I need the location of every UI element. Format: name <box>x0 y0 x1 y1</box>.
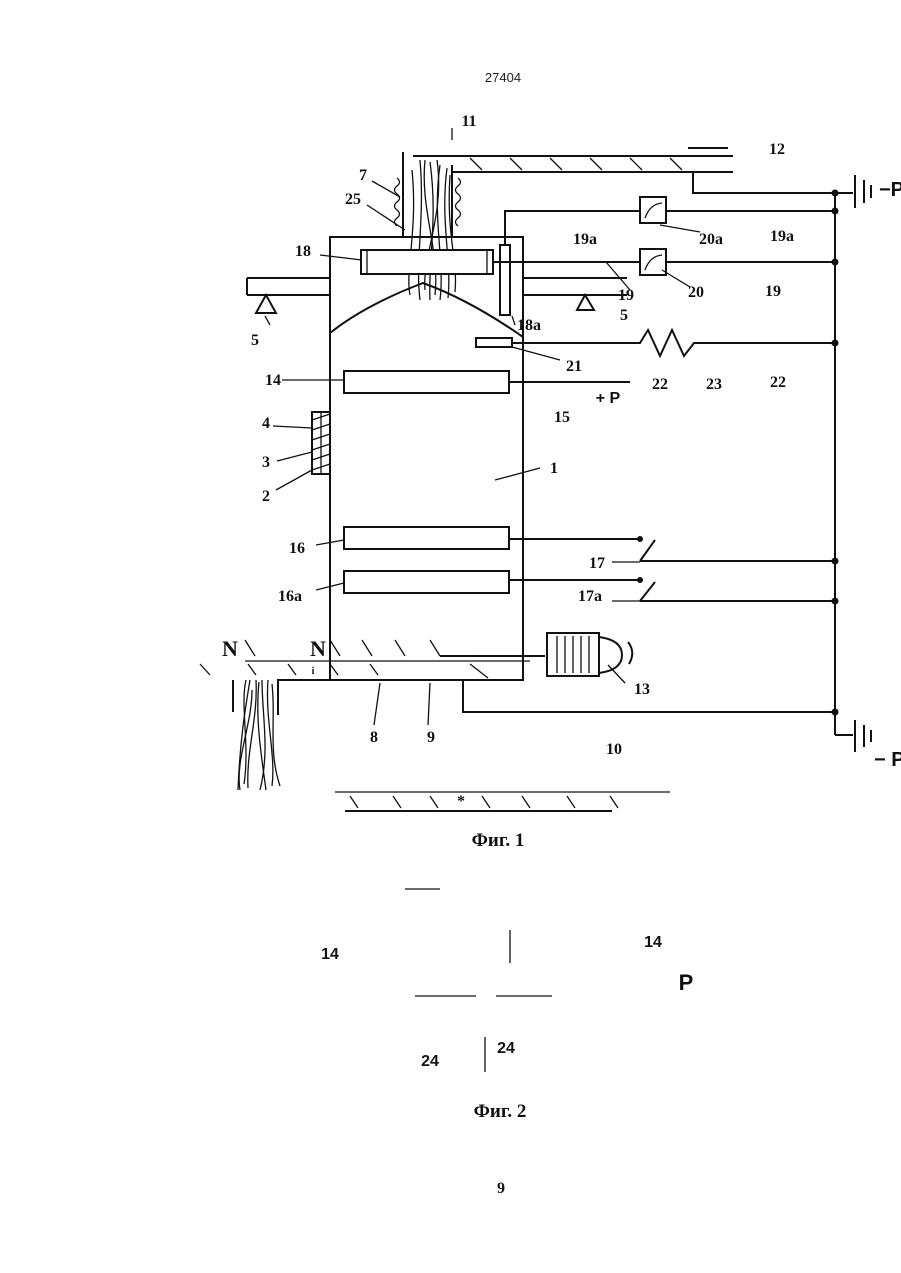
cone-surface <box>330 283 523 337</box>
fig2-label-24-left: 24 <box>421 1053 439 1070</box>
label-3: 3 <box>262 454 270 471</box>
figure-2: 14 14 P 24 24 Фиг. 2 <box>321 889 693 1122</box>
page-number: 9 <box>497 1180 505 1197</box>
label-7: 7 <box>359 167 367 184</box>
label-23: 23 <box>706 376 722 393</box>
conveyor-hatch <box>200 640 488 678</box>
label-9: 9 <box>427 729 435 746</box>
electrode-14 <box>344 371 509 393</box>
figure-1: 11 12 7 25 18 19a 20a 19a 19 20 19 5 18a… <box>200 113 901 851</box>
label-19-right: 19 <box>765 283 781 300</box>
switch-17a-contact <box>637 577 643 583</box>
page-code: 27404 <box>485 70 521 85</box>
electrode-21 <box>476 338 512 347</box>
label-16: 16 <box>289 540 305 557</box>
label-8: 8 <box>370 729 378 746</box>
label-13: 13 <box>634 681 650 698</box>
label-2: 2 <box>262 488 270 505</box>
label-minus-p-bottom: − P <box>874 749 901 771</box>
switch-17-contact <box>637 536 643 542</box>
electrode-18 <box>361 250 493 274</box>
label-12: 12 <box>769 141 785 158</box>
label-n1: N <box>222 636 238 661</box>
fig2-label-14-left: 14 <box>321 946 339 963</box>
bellows-right <box>456 178 461 226</box>
switch-17-blade <box>640 540 655 561</box>
meter-20a <box>640 197 666 223</box>
label-22-right: 22 <box>770 374 786 391</box>
label-minus-p-top: −P <box>879 179 901 201</box>
label-22-left: 22 <box>652 376 668 393</box>
label-14: 14 <box>265 372 281 389</box>
resistor-23 <box>622 330 835 356</box>
label-17a: 17a <box>578 588 602 605</box>
figure-1-caption: Фиг. 1 <box>472 830 525 851</box>
label-20a: 20a <box>699 231 723 248</box>
support-right <box>577 295 594 310</box>
label-18: 18 <box>295 243 311 260</box>
label-20: 20 <box>688 284 704 301</box>
figure-2-caption: Фиг. 2 <box>474 1101 527 1122</box>
meter-20 <box>640 249 666 275</box>
label-11: 11 <box>461 113 476 130</box>
label-15: 15 <box>554 409 570 426</box>
fig2-label-p: P <box>679 970 694 995</box>
electrode-18a <box>500 245 510 315</box>
label-4: 4 <box>262 415 270 432</box>
tray-hatch <box>350 796 618 808</box>
bellows-left <box>395 178 400 226</box>
label-17: 17 <box>589 555 605 572</box>
fig2-label-14-right: 14 <box>644 934 662 951</box>
rotation-arrow <box>628 642 632 664</box>
label-18a: 18a <box>517 317 541 334</box>
label-19a-right: 19a <box>770 228 794 245</box>
top-plate-hatch <box>470 158 682 170</box>
label-n2: N <box>310 636 326 661</box>
fiber-plume <box>409 160 456 300</box>
electrode-16 <box>344 527 509 549</box>
vessel-body <box>330 237 523 680</box>
label-10: 10 <box>606 741 622 758</box>
falling-fibers <box>238 680 280 790</box>
label-21: 21 <box>566 358 582 375</box>
label-1: 1 <box>550 460 558 477</box>
fig2-label-24-right: 24 <box>497 1040 515 1057</box>
label-small-i: i <box>312 666 315 677</box>
label-19a-left: 19a <box>573 231 597 248</box>
label-5-left: 5 <box>251 332 259 349</box>
switch-17a-blade <box>640 582 655 601</box>
electrode-16a <box>344 571 509 593</box>
label-25: 25 <box>345 191 361 208</box>
label-plus-p: + P <box>596 390 621 407</box>
heater-hatch <box>312 412 330 474</box>
support-left <box>256 295 276 313</box>
label-asterisk: * <box>457 793 465 810</box>
label-19-left: 19 <box>618 287 634 304</box>
wire-12 <box>693 172 833 193</box>
label-16a: 16a <box>278 588 302 605</box>
base-plate-8 <box>278 680 498 715</box>
label-5-right: 5 <box>620 307 628 324</box>
